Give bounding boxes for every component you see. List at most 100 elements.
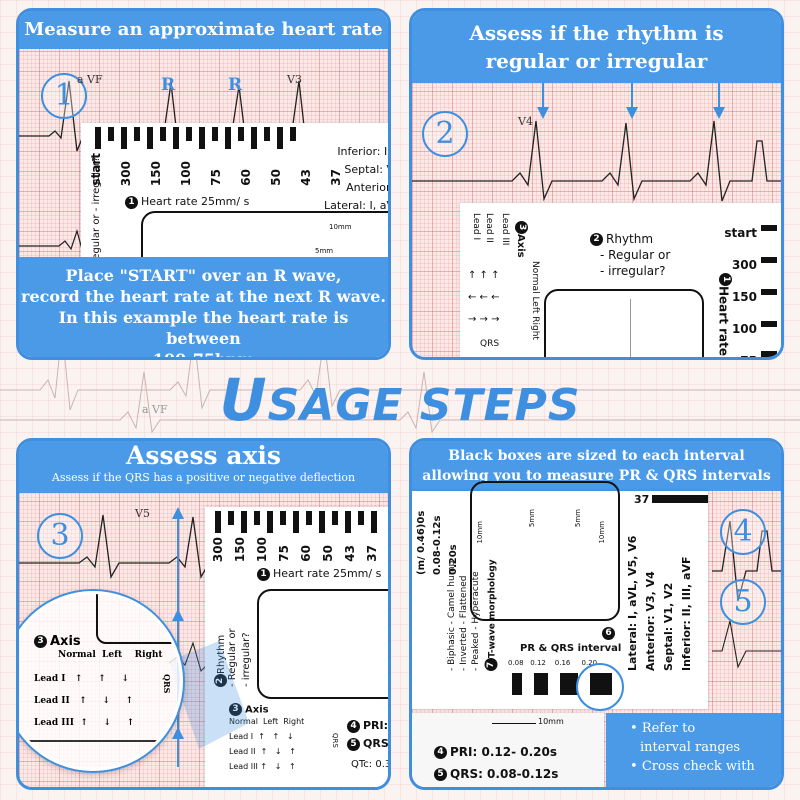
- interval-box-0-12: [534, 673, 548, 695]
- step-2-leads: Lead I: [471, 213, 481, 241]
- step-3-magnifier-leads: Lead I ↑ ↑ ↓ Lead II ↑ ↓ ↑ Lead III ↑ ↓ …: [34, 674, 135, 728]
- step-2-ruler-card: start 300 150 100 75 1Heart rate 2Rhythm…: [460, 203, 781, 357]
- step-2-scale-tick: [761, 289, 777, 295]
- step-2-arrow-line: [718, 83, 720, 109]
- step-3-heading: Assess axis: [126, 441, 281, 470]
- step-4-5-mm-label: 10mm: [476, 521, 484, 544]
- step-2-ruler-frame: [544, 289, 704, 357]
- step-1-caption: Place "START" over an R wave, record the…: [19, 257, 388, 357]
- step-3-number-circle: 3: [37, 513, 83, 559]
- step-3-arrow-up: [172, 727, 184, 739]
- step-4-5-heading: Black boxes are sized to each interval a…: [412, 441, 781, 491]
- step-2-scale-tick: [761, 257, 777, 263]
- step-1-r-mark: R: [228, 75, 243, 95]
- step-1-mm-label: 5mm: [315, 247, 334, 255]
- step-4-5-bottom-rule: [492, 723, 536, 724]
- step-4-5-interval-badge: 6: [602, 627, 615, 640]
- step-4-5-panel: Black boxes are sized to each interval a…: [409, 438, 784, 790]
- step-1-heading: Measure an approximate heart rate: [19, 11, 388, 49]
- step-3-panel: Assess axis Assess if the QRS has a posi…: [16, 438, 391, 790]
- step-1-ruler-ticks: [95, 127, 303, 149]
- step-4-5-mm-label: 10mm: [598, 521, 606, 544]
- step-2-scale-tick: [761, 351, 777, 357]
- step-3-magnifier-rule: [26, 740, 180, 742]
- step-3-magnifier-qrs: QRS: [162, 674, 172, 694]
- step-2-lead-v4: V4: [518, 115, 533, 128]
- step-2-frame-divider: [630, 299, 631, 357]
- step-3-qtc: QTc: 0.35-: [351, 759, 391, 770]
- step-2-panel: Assess if the rhythm is regular or irreg…: [409, 8, 784, 360]
- step-2-axis-cols: Normal Left Right: [530, 261, 540, 340]
- step-3-leads: Lead I ↑ ↑ ↓ Lead II ↑ ↓ ↑ Lead III ↑ ↓ …: [229, 732, 296, 771]
- step-1-lead-avf: a VF: [77, 73, 103, 86]
- usage-steps-title: USAGE STEPS: [219, 366, 581, 434]
- step-2-qrs-label: QRS: [480, 339, 500, 349]
- step-4-5-notes: • Refer to interval ranges • Cross check…: [606, 713, 781, 787]
- step-2-leads: Lead III: [500, 213, 510, 246]
- step-1-r-mark: R: [161, 75, 176, 95]
- step-2-arrow-down: [537, 107, 549, 119]
- interval-highlight-circle: [576, 663, 624, 711]
- step-4-5-mm-label: 5mm: [574, 509, 582, 528]
- step-4-5-lead-groups: Lateral: I, aVL, V5, V6 Anterior: V3, V4…: [626, 535, 693, 671]
- step-4-5-interval-ticks: 0.08 0.12 0.16 0.20: [508, 659, 598, 667]
- step-1-number-circle: 1: [41, 73, 87, 119]
- step-3-magnifier-frame: [96, 594, 180, 644]
- step-2-ecg-trace: [412, 120, 781, 202]
- step-2-arrow-glyphs: ↑ ↑ ↑← ← ←→ → →: [468, 270, 500, 325]
- step-4-5-top-bar: [652, 495, 708, 503]
- step-3-axis-cols: Normal Left Right: [229, 717, 305, 726]
- step-4-number-circle: 4: [720, 509, 766, 555]
- step-2-scale-tick: [761, 225, 777, 231]
- step-2-leads: Lead II: [484, 213, 494, 243]
- step-4-5-bottom-mm: 10mm: [538, 717, 564, 726]
- step-2-scale-tick: [761, 321, 777, 327]
- step-2-arrow-down: [713, 107, 725, 119]
- step-2-arrow-line: [542, 83, 544, 109]
- step-3-ruler-ticks: [215, 511, 384, 533]
- step-1-lead-groups: Inferior: II, Septal: V Anterior: Latera…: [324, 145, 391, 212]
- step-3-magnifier-beam: [169, 641, 249, 749]
- step-3-arrow-up: [172, 609, 184, 621]
- step-4-5-top-number: 37: [634, 493, 650, 506]
- step-2-heart-rate-label: 1Heart rate: [717, 273, 736, 356]
- step-2-heading: Assess if the rhythm is regular or irreg…: [412, 11, 781, 83]
- step-3-qrs-label: QRS: [331, 733, 339, 748]
- step-1-panel: Measure an approximate heart rate 1 a VF…: [16, 8, 391, 360]
- step-2-scale-numbers: start 300 150 100 75: [724, 226, 757, 357]
- step-4-5-ruler-card: 37 Lateral: I, aVL, V5, V6 Anterior: V3,…: [412, 481, 708, 709]
- background-lead-label: a VF: [142, 403, 168, 416]
- step-3-heading-band: Assess axis Assess if the QRS has a posi…: [19, 441, 388, 493]
- step-4-5-interval-label: PR & QRS interval: [520, 643, 622, 654]
- step-3-ruler-frame: [257, 589, 388, 699]
- step-5-number-circle: 5: [720, 579, 766, 625]
- step-2-arrow-down: [626, 107, 638, 119]
- step-2-number-circle: 2: [422, 111, 468, 157]
- step-1-lead-v3: V3: [287, 73, 302, 86]
- step-3-axis-title: 3Axis: [229, 703, 269, 716]
- interval-box-0-16: [560, 673, 578, 695]
- interval-box-0-08: [512, 673, 522, 695]
- step-1-mm-label: 10mm: [329, 223, 352, 231]
- step-2-axis-block: 3Axis: [512, 221, 531, 258]
- step-2-arrow-line: [631, 83, 633, 109]
- step-3-subheading: Assess if the QRS has a positive or nega…: [51, 471, 356, 484]
- step-3-lead-v5: V5: [135, 507, 150, 520]
- step-3-magnifier-cols: Normal Left Right: [58, 650, 163, 660]
- step-3-arrow-up: [172, 507, 184, 519]
- step-4-5-mm-label: 5mm: [528, 509, 536, 528]
- step-4-5-twave-block: - Biphasic - Camel hump - Inverted - Fla…: [447, 559, 498, 671]
- step-4-5-ruler-frame: [470, 481, 620, 621]
